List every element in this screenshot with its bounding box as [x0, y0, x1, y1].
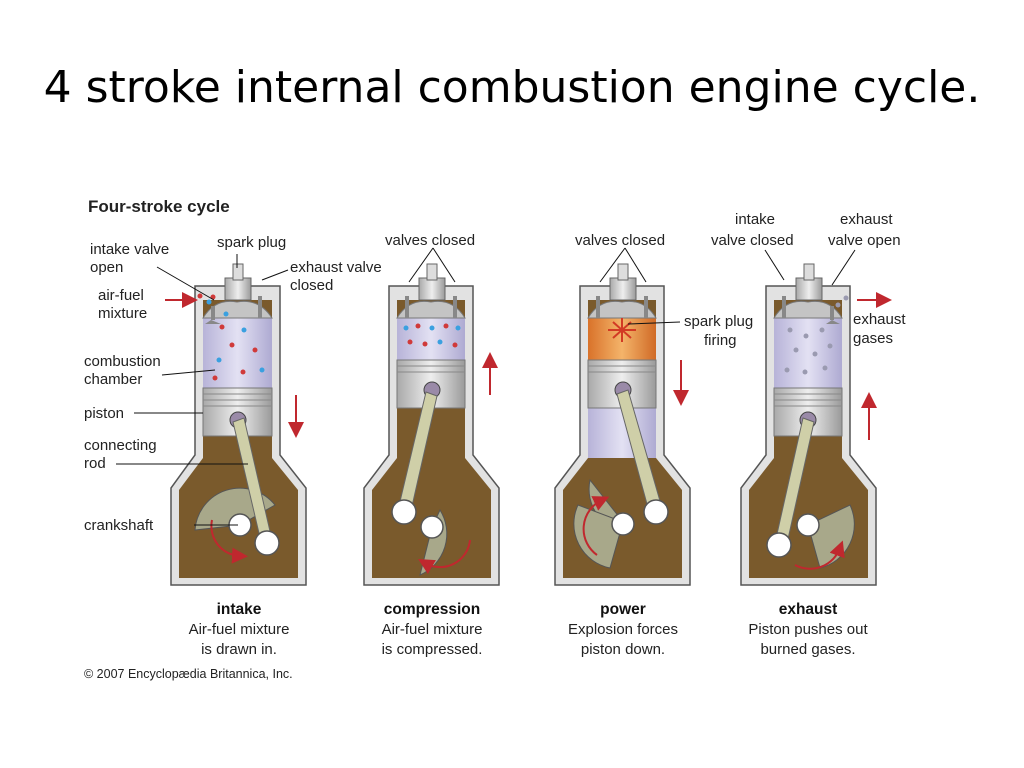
caption-intake-line2: is drawn in. — [201, 641, 277, 658]
engine-power — [554, 263, 691, 586]
label-combustion-chamber-2: chamber — [84, 371, 142, 388]
caption-compression-line1: Air-fuel mixture — [382, 621, 483, 638]
engine-compression — [363, 263, 500, 586]
caption-power-title: power — [600, 601, 646, 618]
copyright-notice: © 2007 Encyclopædia Britannica, Inc. — [84, 667, 293, 681]
figure-title: Four-stroke cycle — [88, 197, 230, 216]
slide-title: 4 stroke internal combustion engine cycl… — [43, 62, 981, 113]
caption-exhaust-line2: burned gases. — [760, 641, 855, 658]
label-connecting-rod-1: connecting — [84, 437, 157, 454]
label-intake-valve-closed-2: valve closed — [711, 232, 794, 249]
caption-compression-title: compression — [384, 601, 480, 618]
caption-power-line1: Explosion forces — [568, 621, 678, 638]
stroke-captions: intake Air-fuel mixture is drawn in. com… — [189, 601, 869, 658]
label-exhaust-gases-1: exhaust — [853, 311, 906, 328]
label-connecting-rod-2: rod — [84, 455, 106, 472]
label-intake-valve-open-1: intake valve — [90, 241, 169, 258]
label-intake-valve-open-2: open — [90, 259, 123, 276]
leader-lines — [116, 247, 856, 526]
label-exhaust-valve-closed-2: closed — [290, 277, 333, 294]
label-piston: piston — [84, 405, 124, 422]
caption-intake-title: intake — [217, 601, 262, 618]
label-spark-plug: spark plug — [217, 234, 286, 251]
label-valves-closed-power: valves closed — [575, 232, 665, 249]
label-air-fuel-2: mixture — [98, 305, 147, 322]
label-valves-closed-compression: valves closed — [385, 232, 475, 249]
label-exhaust-valve-open-2: valve open — [828, 232, 901, 249]
label-spark-plug-firing-2: firing — [704, 332, 737, 349]
engine-intake — [165, 263, 307, 586]
label-crankshaft: crankshaft — [84, 517, 154, 534]
caption-power-line2: piston down. — [581, 641, 665, 658]
caption-compression-line2: is compressed. — [382, 641, 483, 658]
engine-exhaust — [740, 263, 892, 586]
label-combustion-chamber-1: combustion — [84, 353, 161, 370]
label-exhaust-valve-open-1: exhaust — [840, 211, 893, 228]
label-exhaust-valve-closed-1: exhaust valve — [290, 259, 382, 276]
label-air-fuel-1: air-fuel — [98, 287, 144, 304]
caption-intake-line1: Air-fuel mixture — [189, 621, 290, 638]
caption-exhaust-title: exhaust — [779, 601, 838, 618]
label-intake-valve-closed-1: intake — [735, 211, 775, 228]
label-exhaust-gases-2: gases — [853, 330, 893, 347]
caption-exhaust-line1: Piston pushes out — [748, 621, 868, 638]
label-spark-plug-firing-1: spark plug — [684, 313, 753, 330]
part-labels: intake valve open spark plug exhaust val… — [84, 211, 906, 534]
